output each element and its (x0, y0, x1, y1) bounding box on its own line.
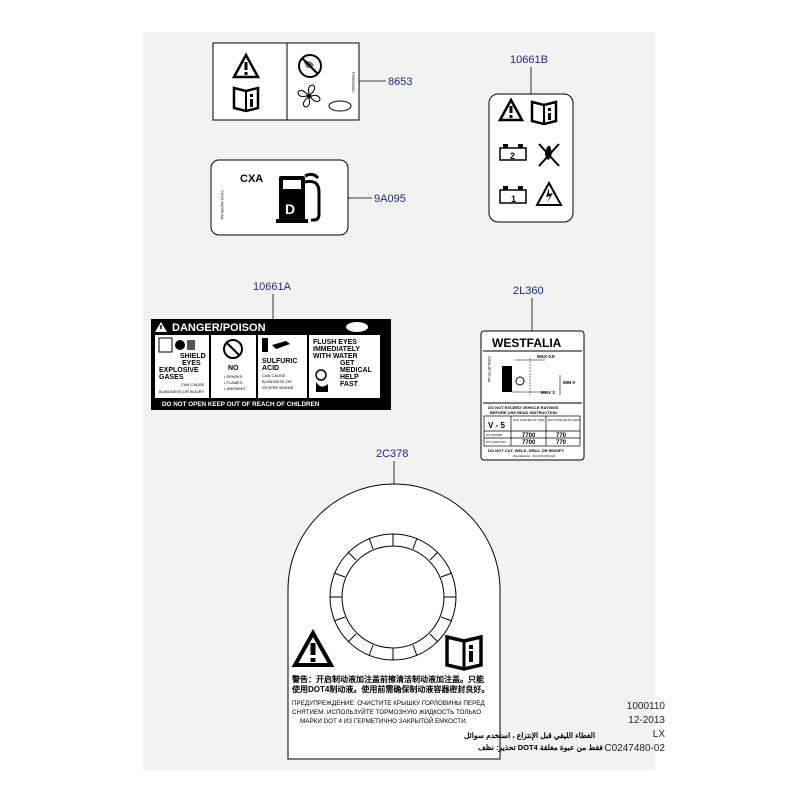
battery-1-icon: 1 (499, 186, 527, 204)
diesel-pump-icon: D (276, 172, 321, 223)
svg-text:MAX TRAILER WT (LBS): MAX TRAILER WT (LBS) (513, 418, 545, 422)
svg-text:MEDICAL: MEDICAL (340, 367, 373, 374)
svg-text:• SPARKS: • SPARKS (224, 374, 243, 379)
svg-text:HELP: HELP (340, 374, 359, 381)
label-10661b: 10661B 2 1 (488, 54, 574, 223)
callout-8653: 8653 (388, 76, 412, 88)
warning-triangle-icon (497, 97, 525, 122)
ref-drawing-code: C0247480-02 (604, 743, 665, 754)
westfalia-title: WESTFALIA (492, 336, 562, 350)
manual-book-icon (445, 634, 483, 671)
svg-text:CAN CAUSE: CAN CAUSE (262, 373, 286, 378)
eye-wash-icon (315, 369, 328, 392)
svg-text:2: 2 (510, 151, 515, 161)
fan-icon (297, 84, 321, 108)
label-8653: P20000000 8653 (212, 42, 412, 121)
svg-text:7700: 7700 (522, 440, 536, 446)
svg-text:GET: GET (340, 360, 355, 367)
ref-number: 1000110 (626, 701, 665, 712)
warning-text-ar-1: الغطاء الليقي قبل الإنتزاع ، استخدم سوائ… (464, 731, 595, 741)
svg-text:SEVERE BURNS: SEVERE BURNS (262, 385, 294, 390)
danger-title: DANGER/POISON (172, 322, 266, 334)
svg-text:WT DISTRIB: WT DISTRIB (486, 433, 502, 437)
callout-2l360: 2L360 (513, 285, 544, 297)
warning-text-ar-2: فقط من عبوة مغلقة DOT4 تحذير: نظف (478, 743, 603, 753)
warning-triangle-icon (231, 52, 261, 79)
no-touch-fan-icon (298, 54, 322, 78)
shield-eyes-icon (158, 337, 195, 353)
svg-text:• SMOKING: • SMOKING (224, 386, 245, 391)
warning-text-ru-2: СНЯТИЕМ. ИСПОЛЬЗУЙТЕ ТОРМОЗНУЮ ЖИДКОСТЬ … (292, 707, 481, 716)
land-rover-logo-icon (328, 100, 352, 112)
label-9a095: CXA CX23-9A095-AA D 9A095 (210, 159, 406, 236)
label-2c378: 2C378 (287, 448, 603, 760)
ygc-code: YGC 500010 (378, 338, 384, 367)
svg-text:MAX 3: MAX 3 (541, 390, 555, 395)
side-code-2l360: C9R8-2R739-AA (487, 356, 491, 383)
callout-2c378: 2C378 (376, 448, 408, 460)
svg-text:GASES: GASES (159, 374, 184, 381)
svg-text:V - 5: V - 5 (488, 421, 505, 430)
callout-9a095: 9A095 (374, 193, 406, 205)
side-code-8653: P20000000 (351, 72, 356, 93)
svg-text:BEFORE USE READ INSTRUCTION: BEFORE USE READ INSTRUCTION (490, 410, 557, 415)
svg-text:IMMEDIATELY: IMMEDIATELY (313, 346, 360, 353)
rating-table: MAX TRAILER WT (LBS) MAX TONGUE WT (LBS)… (483, 415, 581, 447)
warning-text-cn-2: 使用DOT4制动液。使用前需确保制动液容器密封良好。 (291, 684, 489, 694)
warning-text-ru-1: ПРЕДУПРЕЖДЕНИЕ: ОЧИСТИТЕ КРЫШКУ ГОРЛОВИН… (292, 700, 485, 707)
svg-text:DO NOT CUT, WELD, DRILL OR MOD: DO NOT CUT, WELD, DRILL OR MODIFY (488, 448, 564, 453)
svg-text:BLINDNESS OR INJURY: BLINDNESS OR INJURY (159, 389, 205, 394)
danger-footer: DO NOT OPEN KEEP OUT OF REACH OF CHILDRE… (162, 401, 320, 408)
svg-text:MAX 0.5: MAX 0.5 (537, 354, 555, 359)
svg-text:EYES: EYES (182, 360, 201, 367)
diesel-letter: D (285, 201, 295, 217)
no-flame-icon (538, 143, 560, 167)
manual-book-icon (232, 86, 260, 113)
svg-text:770: 770 (556, 440, 567, 446)
ref-model: LX (652, 729, 665, 740)
svg-text:WITH WATER: WITH WATER (313, 353, 358, 360)
svg-text:FAST: FAST (340, 381, 359, 388)
svg-text:SULFURIC: SULFURIC (262, 358, 297, 365)
explosion-warning-icon (535, 180, 563, 206)
svg-text:BLINDNESS OR: BLINDNESS OR (262, 379, 292, 384)
label-10661a: 10661A DANGER/POISON SHIELD EYES EXPLOSI… (151, 281, 391, 410)
svg-text:NO: NO (228, 365, 239, 372)
code-cxa: CXA (240, 173, 263, 185)
ref-date: 12-2013 (628, 715, 665, 726)
warning-text-ru-3: МАРКИ DOT 4 ИЗ ГЕРМЕТИЧНО ЗАКРЫТОЙ ЕМКОС… (300, 716, 468, 725)
svg-text:CAN CAUSE: CAN CAUSE (181, 382, 205, 387)
acid-hand-icon (262, 338, 290, 352)
warning-triangle-icon (291, 628, 335, 667)
danger-warning-icon (155, 322, 167, 332)
svg-text:7700: 7700 (522, 433, 536, 439)
svg-text:1: 1 (511, 194, 516, 204)
svg-text:ACID: ACID (262, 365, 279, 372)
svg-text:DO NOT EXCEED VEHICLE RATINGS: DO NOT EXCEED VEHICLE RATINGS (488, 405, 559, 410)
svg-text:EXPLOSIVE: EXPLOSIVE (159, 367, 199, 374)
svg-text:MAX TONGUE WT (LBS): MAX TONGUE WT (LBS) (548, 418, 580, 422)
no-smoking-icon (223, 339, 243, 359)
callout-10661b: 10661B (510, 54, 548, 66)
side-code-9a095: CX23-9A095-AA (220, 190, 225, 220)
manual-book-icon (530, 100, 558, 126)
svg-text:MIN 0: MIN 0 (563, 380, 575, 385)
battery-2-icon: 2 (499, 144, 527, 161)
callout-10661a: 10661A (253, 281, 292, 293)
warning-text-cn-1: 警告：开启制动液加注盖前擦清洁制动液加注盖。只能 (291, 674, 484, 684)
svg-text:• FLAMES: • FLAMES (224, 380, 243, 385)
label-2l360: 2L360 WESTFALIA C9R8-2R739-AA MAX 0.5 MA… (480, 285, 585, 461)
filler-cap-cutout (329, 533, 457, 661)
hitch-dimension-drawing (502, 358, 561, 395)
svg-text:770: 770 (556, 433, 567, 439)
svg-text:SHIELD: SHIELD (180, 353, 206, 360)
svg-text:WT CARRYING: WT CARRYING (486, 440, 506, 444)
land-rover-logo-icon (346, 322, 368, 332)
svg-text:Westfalia-No.: 322 000 000 002: Westfalia-No.: 322 000 000 002 (513, 454, 555, 458)
svg-text:FLUSH EYES: FLUSH EYES (313, 339, 357, 346)
